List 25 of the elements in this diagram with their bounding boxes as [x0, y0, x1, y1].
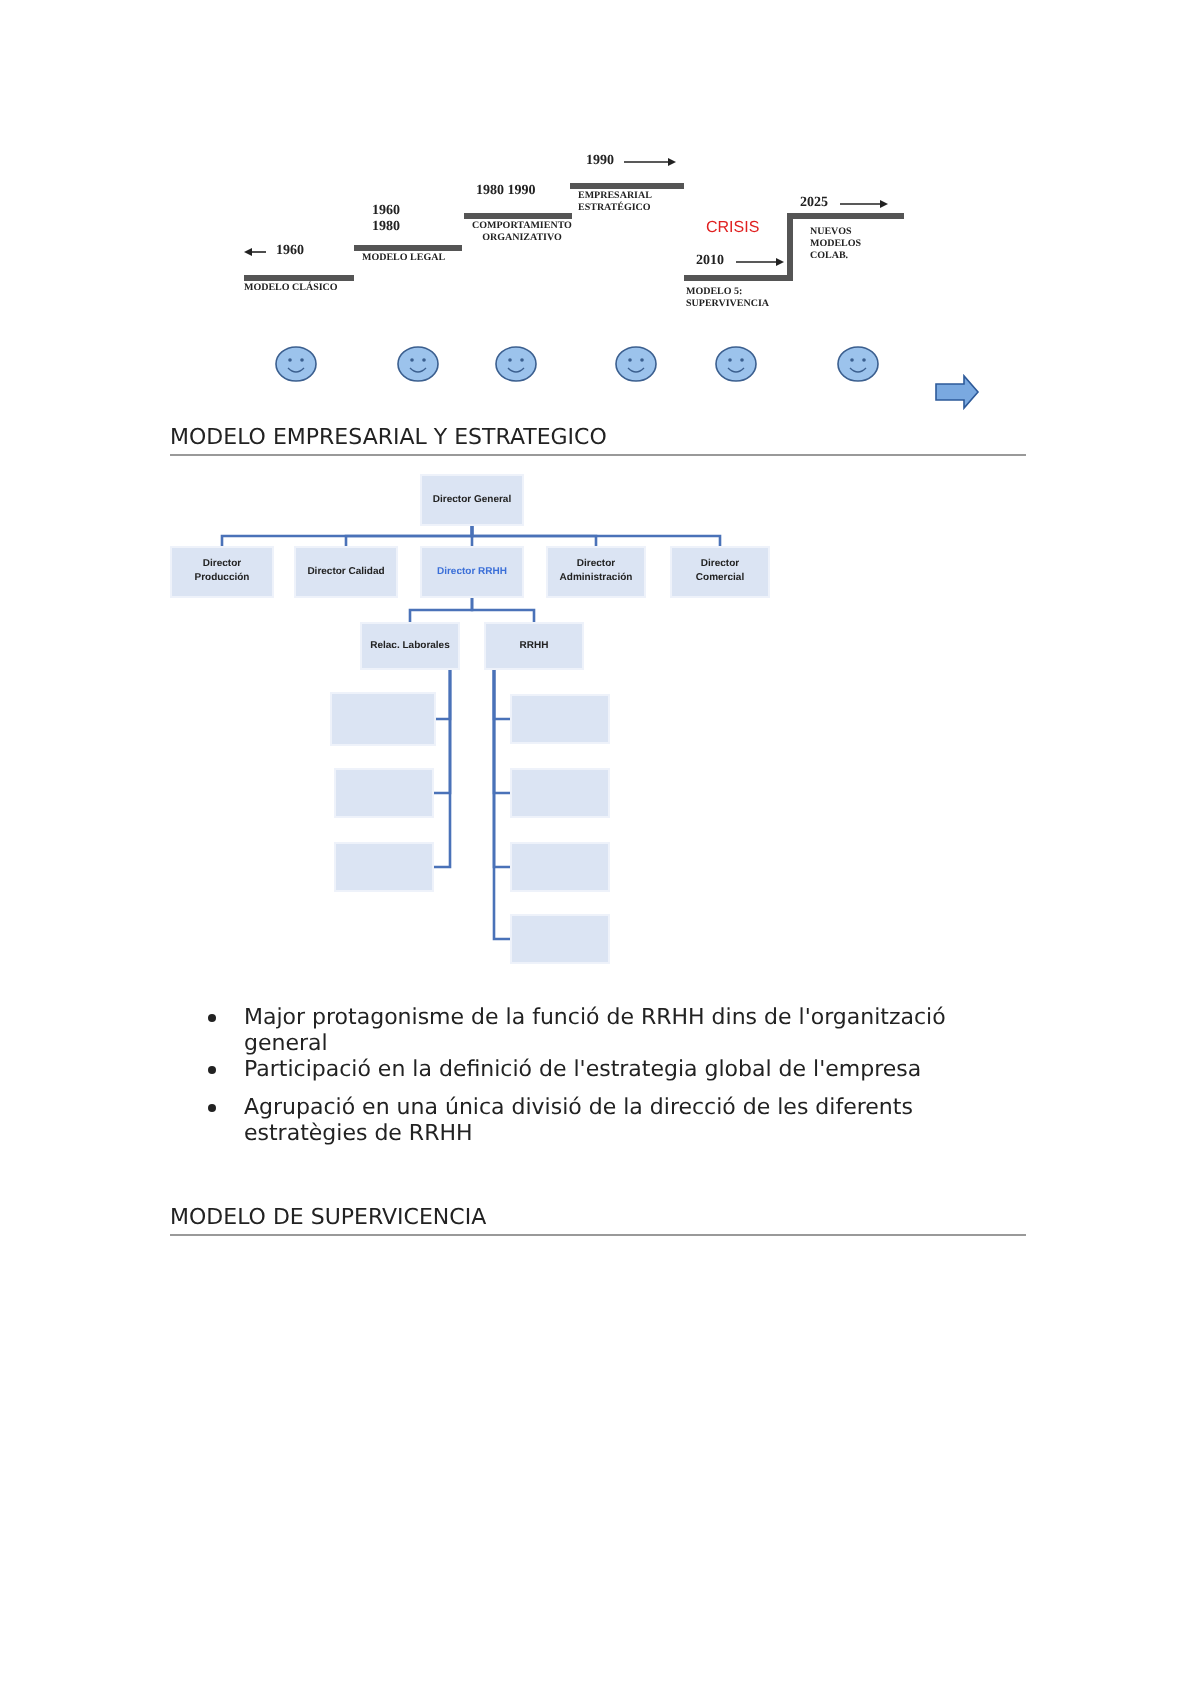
connector-line — [434, 670, 452, 869]
connector-line — [470, 598, 536, 622]
blank-box — [510, 768, 610, 818]
bullet-item: Agrupació en una única divisió de la direcció de les diferents estratègies de RRHH — [244, 1094, 915, 1146]
bullet-item: Participació en la definició de l'estrategia global de l'empresa — [244, 1056, 924, 1082]
blank-box — [334, 842, 434, 892]
org-box — [420, 546, 524, 598]
blank-box — [510, 914, 610, 964]
connector-line — [470, 526, 722, 546]
org-box — [420, 474, 524, 526]
status-label: CRISIS — [706, 218, 762, 236]
connector-line — [492, 670, 510, 941]
blank-box — [334, 768, 434, 818]
bullet-item: Major protagonisme de la funció de RRHH dins de l'organització general — [244, 1004, 948, 1056]
blank-box — [510, 694, 610, 744]
org-box — [670, 546, 770, 598]
org-box — [170, 546, 274, 598]
org-box — [360, 622, 460, 670]
blank-box — [330, 692, 436, 746]
org-box — [546, 546, 646, 598]
org-box — [484, 622, 584, 670]
section-heading: MODELO EMPRESARIAL Y ESTRATEGICO — [170, 424, 609, 450]
section-heading: MODELO DE SUPERVICENCIA — [170, 1204, 489, 1230]
org-box — [294, 546, 398, 598]
blank-box — [510, 842, 610, 892]
